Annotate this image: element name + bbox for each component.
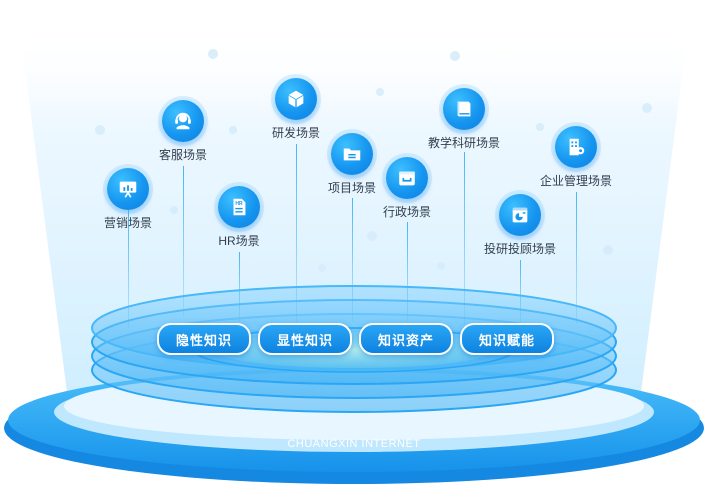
scene-marketing[interactable]: 营销场景 [63,168,193,230]
scene-hr[interactable]: HR HR场景 [174,186,304,248]
scene-stem-project [352,198,353,322]
scene-label: 投研投顾场景 [483,242,556,256]
scene-label: 营销场景 [103,216,152,230]
scene-stem-rnd [296,144,297,324]
cube-icon [275,78,317,120]
scene-admin[interactable]: 行政场景 [342,157,472,219]
pill-explicit-knowledge[interactable]: 显性知识 [258,323,352,355]
scene-stem-admin [407,222,408,322]
pill-label: 知识资产 [377,332,434,348]
scene-label: 研发场景 [271,126,320,140]
pill-label: 知识赋能 [478,332,535,348]
scene-customer-service[interactable]: 客服场景 [118,100,248,162]
scene-label: 教学科研场景 [427,136,500,150]
scene-label: 行政场景 [382,205,431,219]
pie-report-icon [499,194,541,236]
scene-enterprise[interactable]: 企业管理场景 [511,126,641,188]
pill-label: 隐性知识 [175,332,232,348]
pill-knowledge-assets[interactable]: 知识资产 [359,323,453,355]
scene-label: HR场景 [218,234,260,248]
folder-icon [331,133,373,175]
svg-text:HR: HR [235,201,243,207]
scene-label: 企业管理场景 [539,174,612,188]
pill-tacit-knowledge[interactable]: 隐性知识 [157,323,251,355]
scene-stem-customer-service [183,166,184,316]
scene-stem-investment [520,260,521,322]
scene-stem-research [464,152,465,324]
scene-label: 客服场景 [158,148,207,162]
book-icon [443,88,485,130]
scene-research[interactable]: 教学科研场景 [399,88,529,150]
pill-label: 显性知识 [276,332,333,348]
presentation-chart-icon [107,168,149,210]
scene-stem-hr [239,252,240,322]
brand-text: CHUANGXIN INTERNET [287,438,421,450]
background-bubbles [95,49,652,272]
scene-project[interactable]: 项目场景 [287,133,417,195]
pill-knowledge-empowerment[interactable]: 知识赋能 [460,323,554,355]
scene-stem-marketing [128,208,129,328]
scene-rnd[interactable]: 研发场景 [231,78,361,140]
inbox-tray-icon [386,157,428,199]
hr-document-icon: HR [218,186,260,228]
headset-icon [162,100,204,142]
scene-investment[interactable]: 投研投顾场景 [455,194,585,256]
building-gear-icon [555,126,597,168]
scene-label: 项目场景 [327,181,376,195]
scene-stem-enterprise [576,192,577,324]
